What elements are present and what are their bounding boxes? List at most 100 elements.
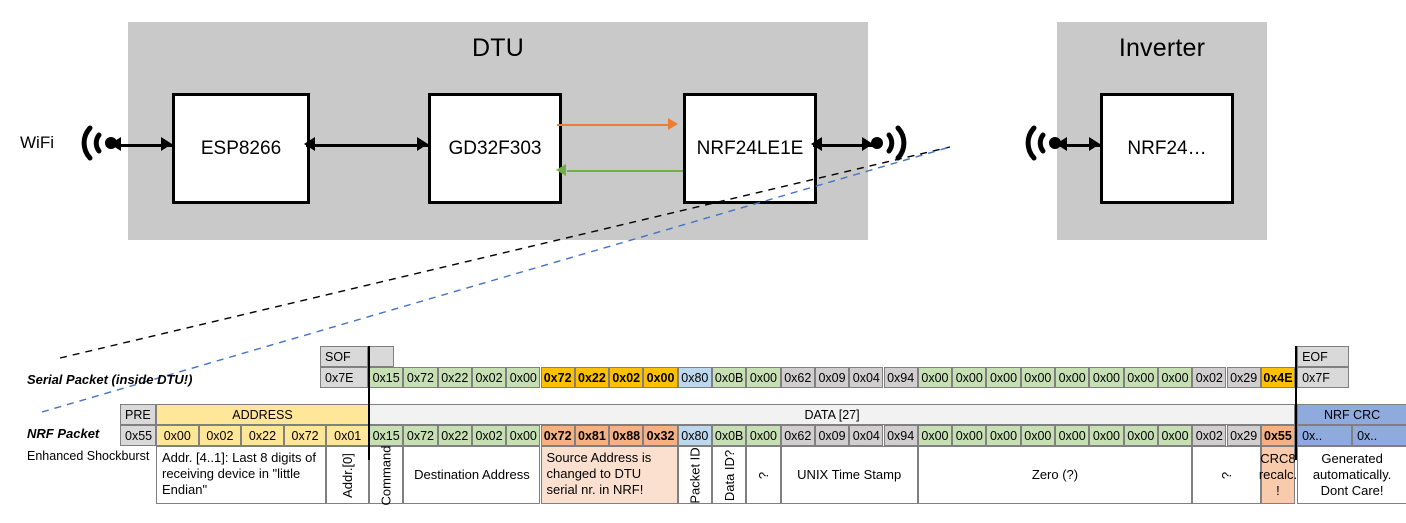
- nrf-byte-9: 0x80: [677, 425, 712, 446]
- serial-byte-24: 0x02: [1192, 367, 1227, 388]
- nrf-byte-15: 0x94: [883, 425, 918, 446]
- serial-byte-25: 0x29: [1226, 367, 1261, 388]
- inverter-antenna-arrow-left: [1056, 137, 1067, 151]
- nrf-address-byte-2: 0x22: [241, 425, 284, 446]
- nrf-data-header: DATA [27]: [369, 404, 1296, 425]
- serial-byte-23: 0x00: [1157, 367, 1193, 388]
- desc-crc8: CRC8 recalc. !: [1259, 446, 1297, 504]
- nrf-byte-19: 0x00: [1020, 425, 1055, 446]
- serial-byte-17: 0x00: [952, 367, 987, 388]
- nrf-address-byte-0: 0x00: [156, 425, 199, 446]
- packet-tables: Serial Packet (inside DTU!) NRF Packet E…: [0, 262, 1406, 523]
- serial-tx-arrowhead: [668, 118, 678, 130]
- nrf-byte-8: 0x32: [643, 425, 678, 446]
- nrf-byte-21: 0x00: [1089, 425, 1124, 446]
- nrf-byte-18: 0x00: [986, 425, 1021, 446]
- desc-unknown-1: ?: [746, 446, 781, 504]
- nrf-crc-byte-1: 0x..: [1352, 425, 1406, 446]
- desc-unknown-1-text: ?: [755, 471, 771, 479]
- nrf-byte-6: 0x81: [574, 425, 610, 446]
- nrf-antenna-arrow-left: [811, 137, 822, 151]
- serial-byte-6: 0x22: [574, 367, 610, 388]
- nrf-address-byte-1: 0x02: [198, 425, 242, 446]
- desc-data-id: Data ID?: [712, 446, 747, 504]
- chip-nrf24-inverter-label: NRF24…: [1127, 137, 1207, 159]
- serial-eof-header: EOF: [1297, 346, 1350, 367]
- desc-zero: Zero (?): [917, 446, 1193, 504]
- wifi-label: WiFi: [20, 133, 54, 152]
- desc-source-address: Source Address is changed to DTU serial …: [540, 446, 678, 504]
- nrf-byte-26: 0x55: [1260, 425, 1296, 446]
- serial-byte-10: 0x0B: [712, 367, 747, 388]
- desc-command: Command: [369, 445, 404, 505]
- chip-gd32f303: GD32F303: [428, 93, 562, 204]
- desc-packet-id: Packet ID: [677, 446, 712, 504]
- inverter-antenna-link: [1058, 144, 1100, 147]
- serial-byte-0: 0x15: [369, 367, 404, 388]
- chip-nrf24le1e: NRF24LE1E: [683, 93, 817, 204]
- serial-byte-5: 0x72: [540, 367, 575, 388]
- nrf-pre-header: PRE: [120, 404, 156, 425]
- serial-byte-13: 0x09: [814, 367, 850, 388]
- block-diagram: WiFi DTU ESP8266 GD32F303 NRF24LE1E: [0, 0, 1406, 260]
- nrf-antenna-arrow-right: [862, 137, 873, 151]
- nrf-byte-4: 0x00: [506, 425, 541, 446]
- nrf-byte-24: 0x02: [1192, 425, 1227, 446]
- nrf-byte-22: 0x00: [1123, 425, 1158, 446]
- enhanced-shockburst-label: Enhanced Shockburst: [27, 449, 150, 463]
- desc-destination-address: Destination Address: [403, 446, 541, 504]
- serial-packet-label: Serial Packet (inside DTU!): [27, 372, 193, 387]
- serial-byte-15: 0x94: [883, 367, 918, 388]
- desc-unknown-2-text: ?: [1218, 471, 1234, 479]
- serial-rx-arrowhead: [556, 164, 566, 176]
- serial-byte-3: 0x02: [471, 367, 507, 388]
- nrf-antenna-link: [813, 144, 873, 147]
- nrf-byte-20: 0x00: [1055, 425, 1090, 446]
- nrf-byte-10: 0x0B: [712, 425, 747, 446]
- serial-byte-12: 0x62: [780, 367, 815, 388]
- desc-packet-id-text: Packet ID: [687, 446, 703, 504]
- serial-byte-14: 0x04: [849, 367, 884, 388]
- nrf-pre-value: 0x55: [120, 425, 156, 446]
- esp-gd32-arrow-right: [417, 137, 428, 151]
- nrf-packet-label: NRF Packet: [27, 426, 100, 441]
- dtu-rf-antenna-icon: [871, 125, 907, 161]
- chip-gd32f303-label: GD32F303: [448, 137, 542, 159]
- serial-byte-8: 0x00: [643, 367, 678, 388]
- nrf-byte-25: 0x29: [1226, 425, 1261, 446]
- esp-gd32-arrow-left: [304, 137, 315, 151]
- nrf-byte-13: 0x09: [814, 425, 850, 446]
- nrf-byte-5: 0x72: [540, 425, 575, 446]
- nrf-byte-0: 0x15: [369, 425, 404, 446]
- chip-nrf24le1e-label: NRF24LE1E: [696, 137, 804, 159]
- nrf-address-byte-3: 0x72: [283, 425, 327, 446]
- nrf-byte-16: 0x00: [917, 425, 953, 446]
- nrf-crc-byte-0: 0x..: [1297, 425, 1353, 446]
- desc-addr0-text: Addr.[0]: [340, 452, 356, 498]
- chip-esp8266: ESP8266: [172, 93, 310, 204]
- inverter-title: Inverter: [1118, 34, 1206, 62]
- serial-byte-26: 0x4E: [1260, 367, 1296, 388]
- nrf-byte-17: 0x00: [952, 425, 987, 446]
- serial-byte-4: 0x00: [506, 367, 541, 388]
- serial-byte-9: 0x80: [677, 367, 712, 388]
- serial-eof-value: 0x7F: [1297, 367, 1350, 388]
- inverter-antenna-arrow-right: [1089, 137, 1100, 151]
- nrf-byte-12: 0x62: [780, 425, 815, 446]
- serial-byte-11: 0x00: [746, 367, 781, 388]
- serial-sof-header: SOF: [320, 346, 368, 367]
- wifi-esp-link: [112, 144, 172, 147]
- wifi-esp-arrow-left: [110, 137, 121, 151]
- chip-nrf24-inverter: NRF24…: [1100, 93, 1234, 204]
- desc-data-id-text: Data ID?: [721, 449, 737, 501]
- serial-byte-22: 0x00: [1123, 367, 1158, 388]
- nrf-byte-23: 0x00: [1157, 425, 1193, 446]
- nrf-address-byte-4: 0x01: [326, 425, 369, 446]
- serial-byte-2: 0x22: [437, 367, 472, 388]
- wifi-esp-arrow-right: [161, 137, 172, 151]
- serial-byte-16: 0x00: [917, 367, 953, 388]
- nrf-crc-header: NRF CRC: [1297, 404, 1406, 425]
- desc-unknown-2: ?: [1192, 446, 1261, 504]
- nrf-byte-7: 0x88: [609, 425, 644, 446]
- desc-nrf-crc-note: Generated automatically. Dont Care!: [1297, 446, 1406, 504]
